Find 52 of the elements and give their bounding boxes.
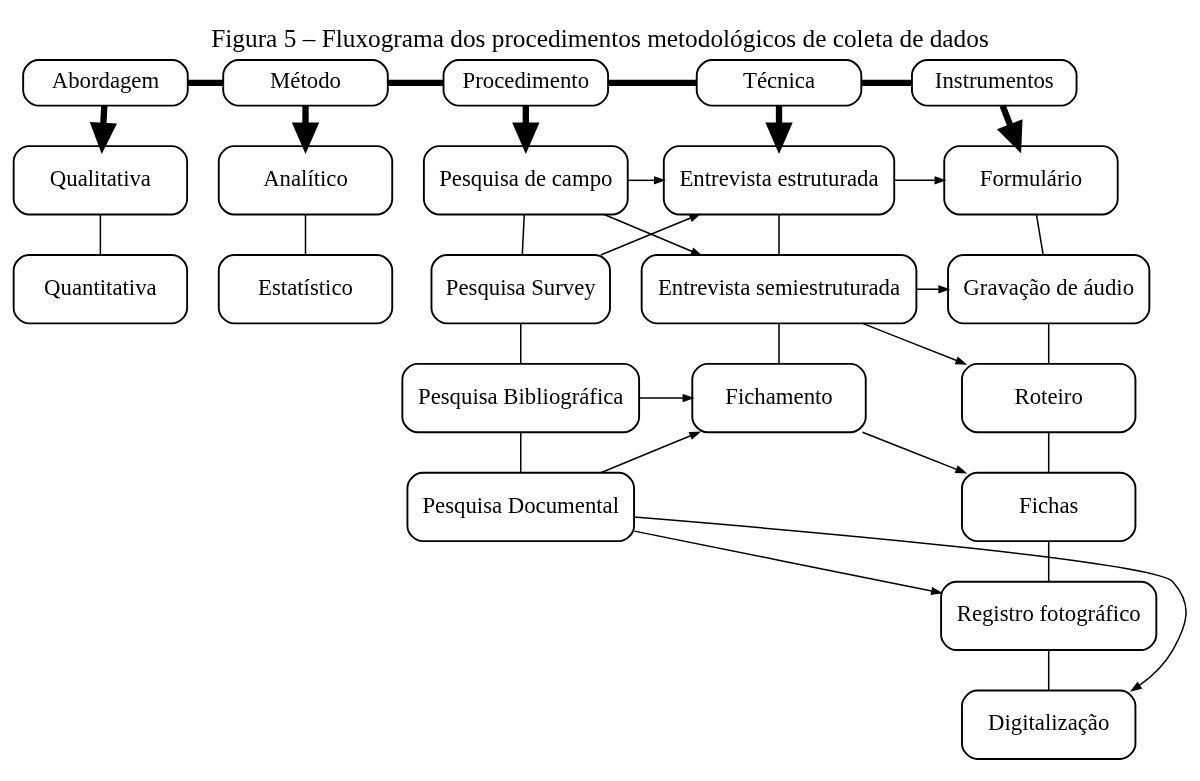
connector (1047, 431, 1050, 474)
connector (520, 322, 522, 365)
node-box: Pesquisa Bibliográfica (401, 362, 641, 434)
arrow (633, 516, 1187, 692)
connector (778, 213, 780, 256)
arrow (291, 105, 320, 154)
connector (520, 431, 522, 474)
node-box: Técnica (695, 59, 863, 107)
arrow (512, 105, 540, 154)
node-box: Digitalização (961, 689, 1137, 760)
arrow (861, 322, 968, 365)
node-box: Qualitativa (12, 145, 189, 216)
diagram-title: Figura 5 – Fluxograma dos procedimentos metodológicos de coleta de dados (211, 24, 989, 53)
node-box: Gravação de áudio (947, 254, 1151, 325)
connector (1047, 322, 1050, 365)
connector (608, 79, 697, 86)
node-box: Pesquisa de campo (422, 145, 629, 216)
arrow (893, 176, 947, 185)
connector (1047, 649, 1050, 692)
node-box: Procedimento (442, 59, 610, 107)
node-box: Método (222, 59, 389, 107)
node-box: Fichas (961, 471, 1137, 543)
node-box: Entrevista estruturada (662, 145, 896, 216)
arrow (633, 530, 943, 596)
connector (861, 79, 912, 86)
node-box: Pesquisa Survey (430, 254, 611, 325)
node-box: Estatístico (217, 254, 394, 325)
arrow (915, 285, 951, 294)
arrow (638, 393, 695, 403)
arrow (997, 104, 1023, 154)
node-box: Pesquisa Documental (406, 471, 635, 543)
arrow (89, 105, 118, 154)
connector (521, 213, 525, 256)
node-box: Abordagem (22, 59, 189, 107)
connector (304, 213, 307, 256)
node-box: Registro fotográfico (940, 580, 1158, 651)
node-box: Entrevista semiestruturada (640, 254, 918, 325)
arrow (861, 431, 968, 474)
connector (778, 322, 780, 365)
arrow (765, 105, 793, 154)
arrow (627, 176, 666, 185)
node-box: Instrumentos (911, 59, 1078, 107)
node-box: Quantitativa (12, 254, 189, 325)
node-box: Fichamento (691, 362, 867, 434)
arrow (600, 431, 702, 474)
connector (1035, 213, 1044, 256)
node-box: Analítico (217, 145, 394, 216)
node-box: Roteiro (961, 362, 1137, 434)
connector (187, 79, 223, 86)
connector (99, 213, 102, 256)
node-box: Formulário (943, 145, 1119, 216)
connector (1047, 540, 1050, 583)
